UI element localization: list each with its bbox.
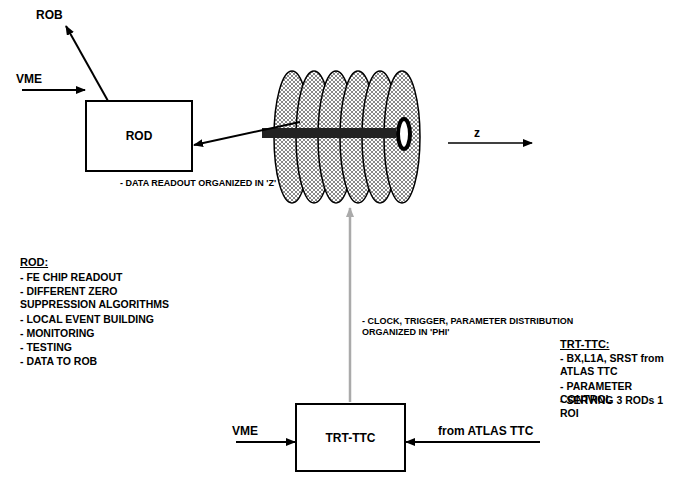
note-text: - DATA READOUT ORGANIZED IN 'Z': [120, 178, 340, 189]
list-item: - SERVING 3 RODs 1 ROI: [560, 394, 675, 419]
list-item: - MONITORING: [20, 327, 190, 340]
list-item: - DIFFERENT ZERO SUPPRESSION ALGORITHMS: [20, 285, 195, 310]
list-heading: ROD:: [20, 256, 100, 269]
list-item: - LOCAL EVENT BUILDING: [20, 313, 190, 326]
z-axis-arrow: [448, 142, 532, 144]
box-title: TRT-TTC: [326, 431, 376, 445]
input-label: VME: [232, 424, 282, 438]
readout-arrow: [194, 122, 300, 145]
vme-arrow: [236, 441, 295, 443]
detector-cylinder: [262, 71, 420, 203]
list-item: - FE CHIP READOUT: [20, 271, 190, 284]
vme-arrow: [22, 89, 85, 91]
list-item: - DATA TO ROB: [20, 355, 190, 368]
ttc-input-arrow: [406, 441, 540, 443]
rod-box: ROD: [85, 100, 193, 172]
note-text: - CLOCK, TRIGGER, PARAMETER DISTRIBUTION…: [362, 316, 612, 338]
list-heading: TRT-TTC:: [560, 338, 670, 351]
box-title: ROD: [126, 129, 153, 143]
trt-ttc-box: TRT-TTC: [295, 403, 406, 472]
ttc-distribution-arrow: [349, 208, 352, 402]
list-item: - BX,L1A, SRST from ATLAS TTC: [560, 352, 675, 377]
output-label: ROB: [36, 8, 96, 22]
axis-label: z: [474, 126, 494, 140]
input-label: from ATLAS TTC: [438, 424, 558, 438]
list-item: - TESTING: [20, 341, 190, 354]
input-label: VME: [16, 72, 66, 86]
